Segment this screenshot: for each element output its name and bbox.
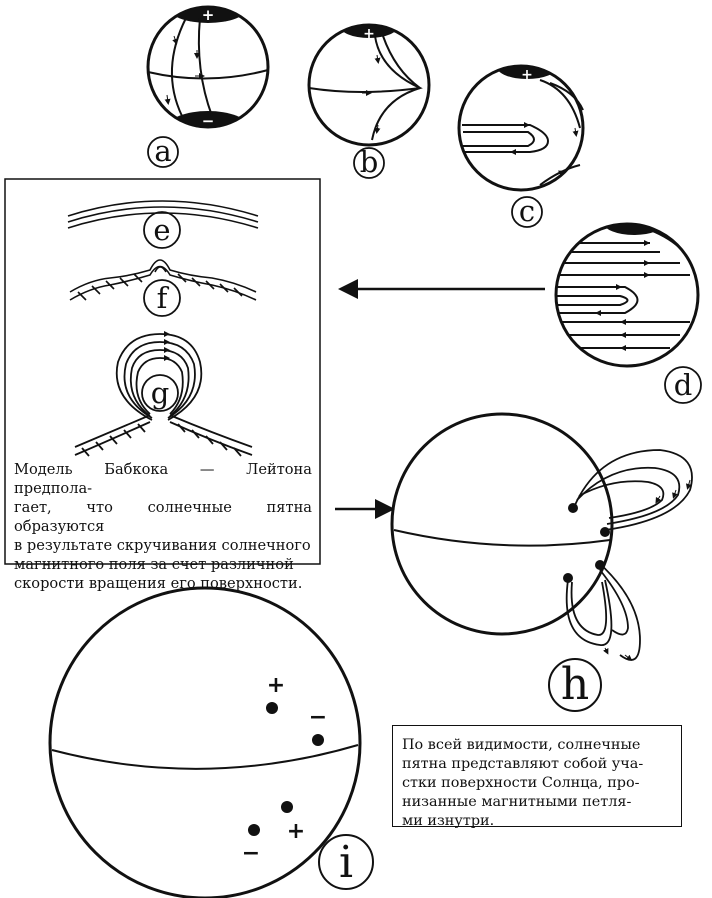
label-i: i [339,837,353,888]
model-caption: Модель Бабкока — Лейтона предпола- гает,… [14,460,312,593]
label-a: a [154,134,171,168]
model-caption-line: гает, что солнечные пятна образуются [14,498,312,536]
label-h: h [561,659,589,710]
plus-sign: + [202,6,215,24]
sphere-d [556,210,698,366]
spots-caption-line: стки поверхности Солнца, про- [402,774,672,793]
plus-sign: + [521,67,533,83]
sphere-h [392,414,692,660]
sphere-c: + [459,55,583,190]
minus-sign: − [309,705,327,730]
label-c: c [519,194,535,228]
sphere-a: + − [148,0,268,143]
minus-sign: − [242,841,260,866]
sphere-i: + − + − [50,588,360,898]
plus-sign: + [267,673,285,698]
model-caption-line: скорости вращения его поверхности. [14,574,312,593]
spots-caption-line: По всей видимости, солнечные [402,736,672,755]
label-f: f [157,281,170,315]
spots-caption-line: ми изнутри. [402,812,672,831]
plus-sign: + [287,819,305,844]
model-caption-line: магнитного поля за счет различной [14,555,312,574]
label-b: b [360,145,379,179]
spots-caption: По всей видимости, солнечные пятна предс… [402,736,672,831]
label-g: g [151,376,170,410]
sphere-b: + [309,12,429,145]
label-d: d [674,368,693,402]
model-caption-line: Модель Бабкока — Лейтона предпола- [14,460,312,498]
spots-caption-line: низанные магнитными петля- [402,793,672,812]
spots-caption-line: пятна представляют собой уча- [402,755,672,774]
label-e: e [153,213,170,247]
model-caption-line: в результате скручивания солнечного [14,536,312,555]
minus-sign: − [202,112,215,130]
plus-sign: + [363,26,375,42]
